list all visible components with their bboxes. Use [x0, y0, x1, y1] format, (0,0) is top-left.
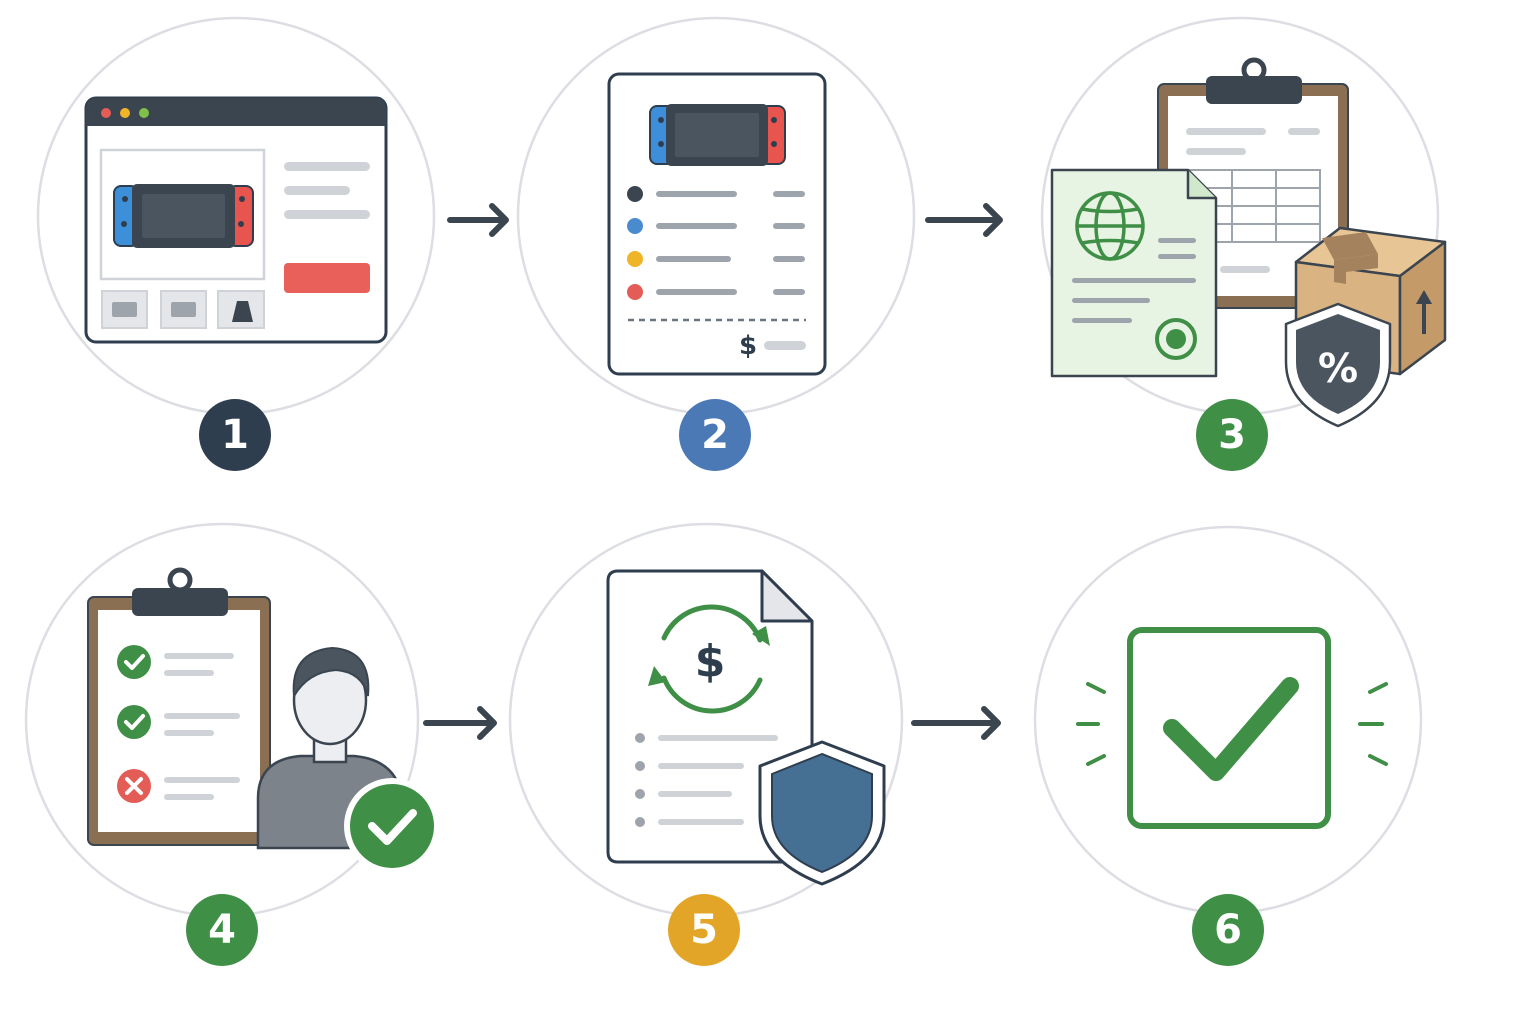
- step-6: 6: [1032, 520, 1432, 970]
- step-2: $ 2: [516, 16, 920, 476]
- step-5: $ 5: [508, 520, 932, 970]
- step-3: % 3: [1040, 16, 1460, 476]
- step-4: 4: [24, 520, 452, 970]
- step-badge-6: 6: [1192, 894, 1264, 966]
- sparkle-lines: [1076, 682, 1388, 766]
- currency-symbol: $: [739, 331, 757, 361]
- checklist-clipboard-icon: [87, 567, 271, 846]
- step-1: 1: [36, 16, 440, 476]
- arrow-4-to-5: [423, 703, 497, 743]
- game-console-icon: [113, 184, 254, 248]
- certificate-icon: [1050, 168, 1218, 378]
- customer-checklist-verification-icon: [24, 522, 440, 918]
- step-badge-2: 2: [679, 399, 751, 471]
- step-badge-1: 1: [199, 399, 271, 471]
- game-console-icon: [649, 104, 786, 166]
- buy-button-graphic: [284, 263, 370, 293]
- step-badge-5: 5: [668, 894, 740, 966]
- online-store-product-page-icon: [36, 16, 436, 416]
- arrow-5-to-6: [911, 703, 1001, 743]
- completed-checkmark-icon: [1033, 525, 1423, 915]
- customs-certificate-package-duty-icon: %: [1040, 16, 1447, 428]
- step-badge-4: 4: [186, 894, 258, 966]
- globe-icon: [1075, 191, 1145, 261]
- refund-cycle-icon: $: [648, 604, 770, 714]
- currency-symbol: $: [695, 636, 726, 687]
- verified-check-icon: [344, 778, 440, 874]
- invoice-receipt-icon: $: [516, 16, 916, 416]
- protection-shield-icon: [758, 740, 886, 886]
- duty-percent-shield-icon: %: [1284, 302, 1392, 428]
- percent-symbol: %: [1318, 346, 1358, 392]
- refund-document-protection-icon: $: [508, 522, 904, 918]
- arrow-2-to-3: [925, 200, 1003, 240]
- step-badge-3: 3: [1196, 399, 1268, 471]
- arrow-1-to-2: [447, 200, 518, 240]
